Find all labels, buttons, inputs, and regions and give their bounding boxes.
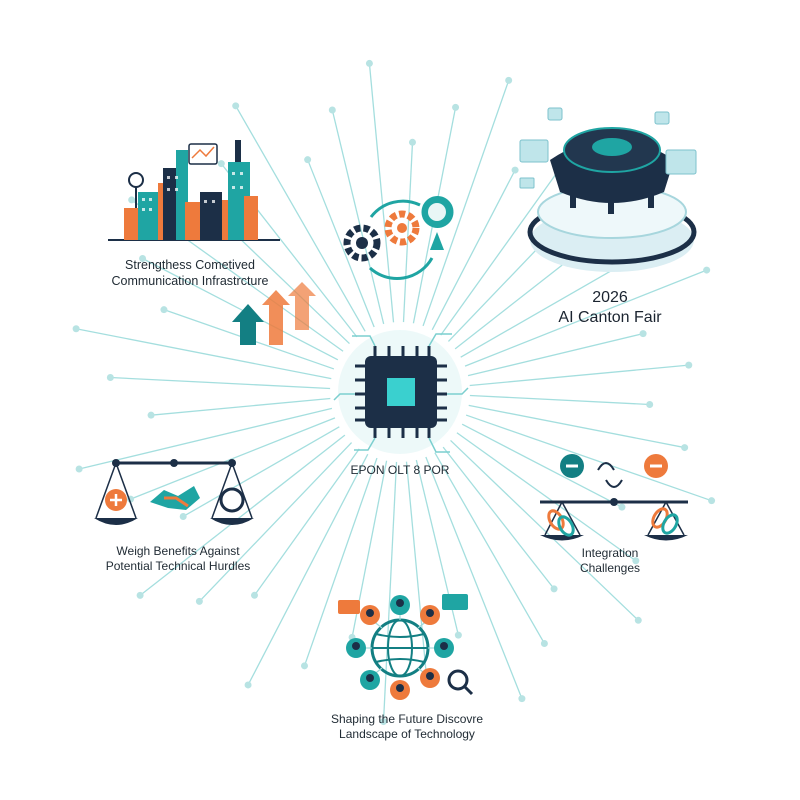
gear-brain-cycle-icon xyxy=(343,196,454,281)
connector-line xyxy=(464,269,707,367)
connector-endpoint xyxy=(550,585,558,593)
connector-endpoint xyxy=(708,497,716,505)
connector-endpoint xyxy=(380,718,388,726)
connector-endpoint xyxy=(646,400,654,408)
connector-line xyxy=(198,442,353,602)
connector-line xyxy=(235,105,366,332)
connector-endpoint xyxy=(244,681,252,689)
connector-line xyxy=(402,142,414,323)
label-line: Potential Technical Hurdles xyxy=(105,559,251,573)
connector-endpoint xyxy=(147,411,155,419)
connector-endpoint xyxy=(136,591,144,599)
label-shaping-future: Shaping the Future Discovre Landscape of… xyxy=(312,712,502,742)
connector-endpoint xyxy=(232,102,240,110)
connector-endpoint xyxy=(703,266,711,274)
label-line: Shaping the Future Discovre xyxy=(330,712,484,726)
connector-line xyxy=(247,453,369,686)
connector-endpoint xyxy=(72,325,80,333)
label-communication-infrastructure: Strengthess Cometived Communication Infr… xyxy=(95,258,285,289)
connector-endpoint xyxy=(452,103,460,111)
connector-endpoint xyxy=(511,166,519,174)
connector-endpoint xyxy=(106,374,114,382)
connector-endpoint xyxy=(618,503,626,511)
connector-line xyxy=(425,456,523,699)
connector-line xyxy=(130,417,336,500)
balance-scale-icon xyxy=(94,459,254,525)
label-epon-olt: EPON OLT 8 POR xyxy=(350,463,450,477)
connector-line xyxy=(456,432,637,562)
connector-endpoint xyxy=(454,631,462,639)
connector-line xyxy=(139,434,346,596)
label-line: Landscape of Technology xyxy=(339,727,475,741)
people-network-globe-icon xyxy=(338,594,474,700)
connector-line xyxy=(78,407,333,470)
connector-endpoint xyxy=(365,59,373,67)
connector-line xyxy=(467,333,644,377)
connector-line xyxy=(431,169,516,331)
connector-line xyxy=(468,404,685,449)
connector-endpoint xyxy=(304,156,312,164)
broken-chain-scale-icon xyxy=(540,454,688,541)
connector-line xyxy=(469,394,650,406)
connector-endpoint xyxy=(408,138,416,146)
connector-endpoint xyxy=(634,616,642,624)
connector-line xyxy=(405,461,428,681)
connector-endpoint xyxy=(139,254,147,262)
connector-endpoint xyxy=(685,361,693,369)
ai-robot-dome-icon xyxy=(519,107,697,272)
connector-line xyxy=(307,159,375,328)
connector-line xyxy=(303,457,378,667)
connector-line xyxy=(151,397,331,416)
growth-arrows-icon xyxy=(232,282,316,345)
connector-line xyxy=(75,328,332,380)
connector-endpoint xyxy=(518,695,526,703)
connector-line xyxy=(331,109,385,325)
connector-line xyxy=(110,376,331,390)
connector-line xyxy=(450,439,639,621)
label-line: Integration xyxy=(581,546,639,560)
connector-line xyxy=(182,426,340,518)
connector-line xyxy=(253,448,360,596)
connector-endpoint xyxy=(632,557,640,565)
connector-line xyxy=(434,452,545,644)
city-skyline-icon xyxy=(108,140,280,241)
connector-endpoint xyxy=(75,465,83,473)
connector-endpoint xyxy=(639,330,647,338)
connector-line xyxy=(465,414,712,502)
label-ai-canton-fair: 2026 AI Canton Fair xyxy=(540,288,680,328)
connector-endpoint xyxy=(160,306,168,314)
connector-endpoint xyxy=(128,196,136,204)
connector-endpoint xyxy=(681,444,689,452)
connector-line xyxy=(442,446,555,590)
label-line: Weigh Benefits Against xyxy=(116,544,240,558)
connector-endpoint xyxy=(217,160,225,168)
connector-line xyxy=(382,461,398,722)
label-line: Communication Infrastrcture xyxy=(111,273,269,288)
label-line: 2026 xyxy=(592,289,628,306)
label-line: AI Canton Fair xyxy=(558,309,662,326)
connector-endpoint xyxy=(540,639,548,647)
connector-endpoint xyxy=(505,76,513,84)
connector-line xyxy=(142,257,339,361)
connector-endpoint xyxy=(195,597,203,605)
label-integration-challenges: Integration Challenges xyxy=(555,546,665,576)
connector-endpoint xyxy=(179,512,187,520)
label-weigh-benefits: Weigh Benefits Against Potential Technic… xyxy=(88,544,268,574)
connector-endpoint xyxy=(300,662,308,670)
connector-line xyxy=(440,155,570,336)
connector-line xyxy=(422,80,510,327)
connector-endpoint xyxy=(328,106,336,114)
connector-line xyxy=(469,364,689,387)
microchip-icon xyxy=(333,330,469,454)
connector-line xyxy=(461,423,623,508)
connector-endpoint xyxy=(250,591,258,599)
label-line: Challenges xyxy=(579,561,641,575)
label-line: Strengthess Cometived xyxy=(125,258,255,272)
